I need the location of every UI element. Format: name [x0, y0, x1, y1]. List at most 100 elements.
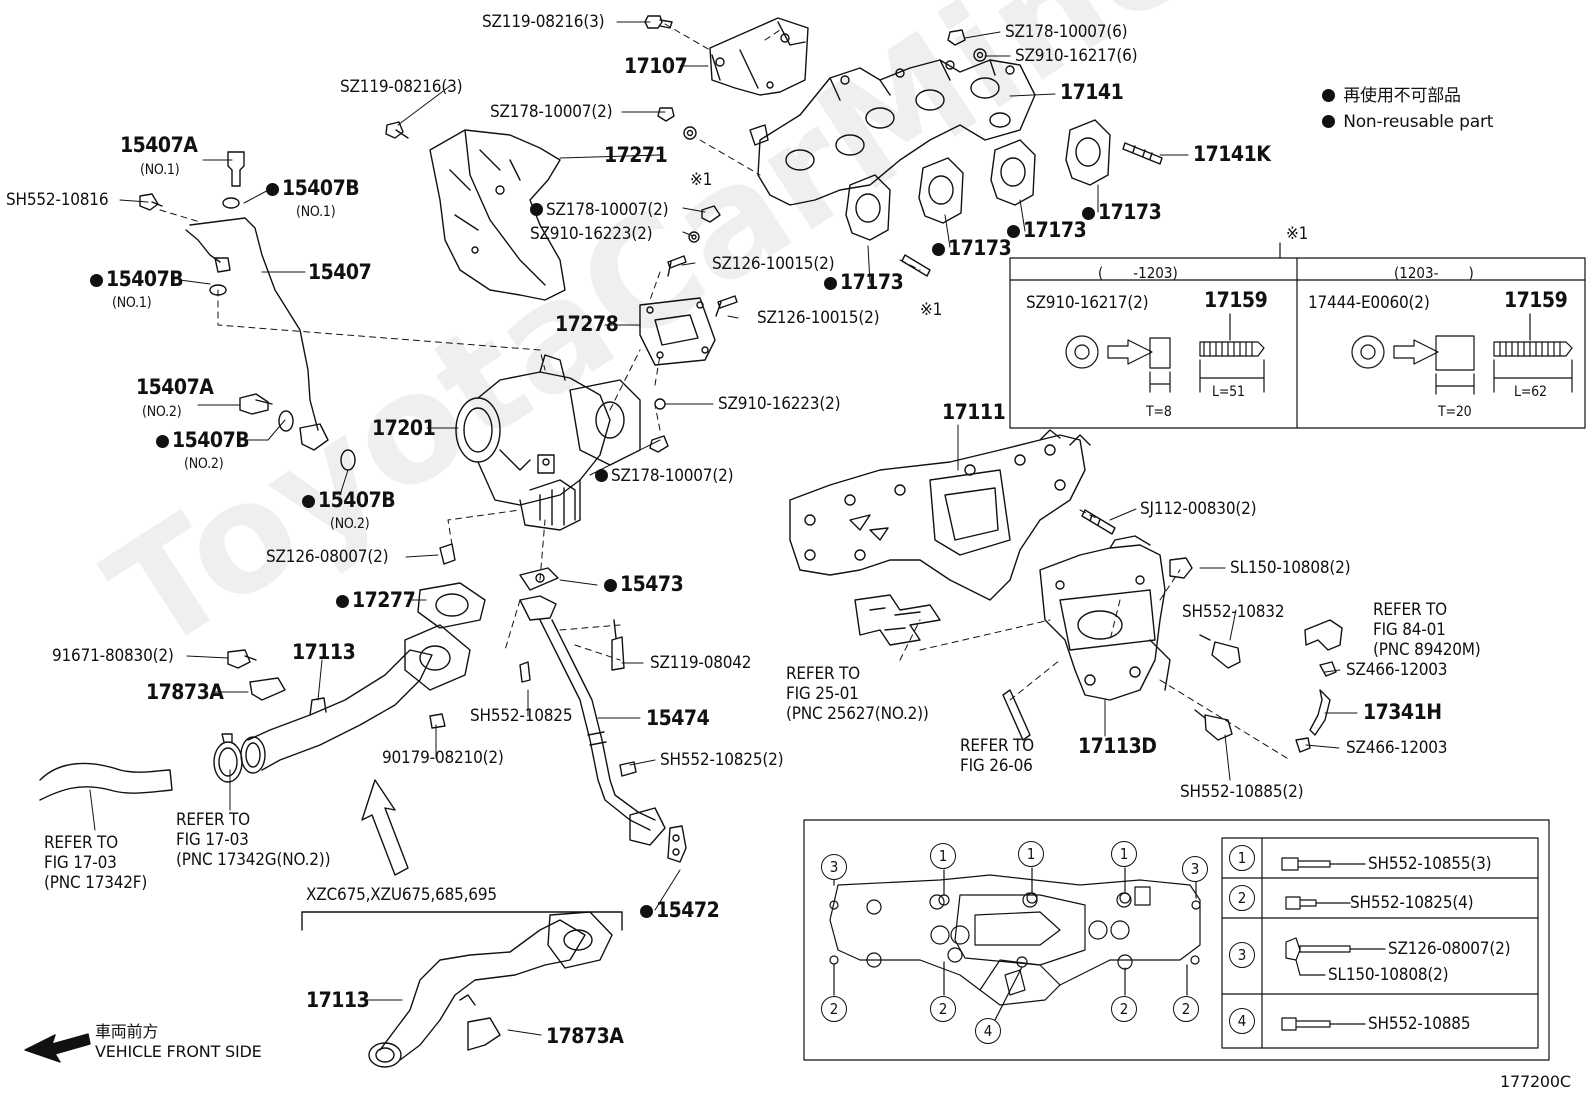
label-17107: 17107 — [624, 54, 688, 78]
turbocharger-17201 — [455, 354, 641, 531]
label-15407b-4: 15407B — [302, 488, 396, 512]
callout-2: 2 — [930, 996, 956, 1022]
non-reusable-dot — [90, 274, 103, 287]
label-17113-a: 17113 — [292, 640, 356, 664]
callout-1: 1 — [1018, 841, 1044, 867]
label-15407b-2: 15407B — [90, 267, 184, 291]
callout-4: 4 — [975, 1018, 1001, 1044]
label-sz119-08042: SZ119-08042 — [650, 653, 752, 673]
non-reusable-dot — [604, 579, 617, 592]
gasket-25 — [854, 594, 941, 646]
non-reusable-dot — [824, 277, 837, 290]
non-reusable-dot — [266, 183, 279, 196]
label-17277: 17277 — [336, 588, 416, 612]
label-refer-26: REFER TO FIG 26-06 — [960, 736, 1035, 776]
label-15407b-3-text: 15407B — [172, 428, 250, 452]
label-sh552-10825a: SH552-10825 — [470, 706, 573, 726]
table-part-3b: SL150-10808(2) — [1328, 965, 1449, 985]
non-reusable-dot — [1322, 115, 1335, 128]
gaskets-17173 — [845, 119, 1111, 241]
non-reusable-dot — [156, 435, 169, 448]
label-sz178-2b: SZ178-10007(2) — [530, 200, 669, 220]
heat-insulator-17271 — [429, 129, 566, 301]
oil-pipe-15407 — [139, 151, 356, 471]
label-15472: 15472 — [640, 900, 720, 921]
label-x1-a: ※1 — [690, 170, 713, 190]
label-sh552-10885-2: SH552-10885(2) — [1180, 782, 1304, 802]
label-sz910-16223b: SZ910-16223(2) — [718, 394, 841, 414]
hose-17342f — [39, 762, 173, 801]
label-17173-b: 17173 — [1007, 218, 1087, 242]
callout-2: 2 — [1111, 996, 1137, 1022]
inset-c2-l: L=62 — [1514, 384, 1547, 400]
table-num-2: 2 — [1229, 885, 1255, 911]
label-17173-a: 17173 — [1082, 200, 1162, 224]
exhaust-manifold-17141 — [749, 59, 1036, 206]
label-sz178-2a: SZ178-10007(2) — [490, 102, 613, 122]
label-no1-b: (NO.1) — [296, 204, 336, 220]
diagram-code: 177200C — [1500, 1072, 1571, 1091]
legend-jp-text: 再使用不可部品 — [1343, 86, 1461, 106]
table-part-4: SH552-10885 — [1368, 1014, 1471, 1034]
label-15407b-3: 15407B — [156, 428, 250, 452]
inset-c1-l: L=51 — [1212, 384, 1245, 400]
gasket-17277 — [417, 543, 486, 629]
label-17873a-a: 17873A — [146, 680, 224, 704]
label-refer-25: REFER TO FIG 25-01 (PNC 25627(NO.2)) — [786, 664, 929, 724]
inset-c1-stud: 17159 — [1204, 288, 1268, 312]
pipe-17113-lower — [368, 911, 613, 1068]
legend-en-text: Non-reusable part — [1343, 112, 1494, 132]
vehicle-front-jp: 車両前方 — [95, 1022, 159, 1041]
legend-en: Non-reusable part — [1322, 112, 1493, 132]
label-15407b-4-text: 15407B — [318, 488, 396, 512]
label-15474: 15474 — [646, 706, 710, 730]
label-15473-text: 15473 — [620, 572, 684, 596]
label-17278: 17278 — [555, 312, 619, 336]
bolts-top — [385, 15, 987, 140]
label-17173-c-text: 17173 — [948, 236, 1012, 260]
pipe-17113-upper — [240, 624, 471, 774]
table-num-4: 4 — [1229, 1008, 1255, 1034]
label-17141: 17141 — [1060, 80, 1124, 104]
label-sz466-b: SZ466-12003 — [1346, 738, 1448, 758]
small-hardware-left — [213, 649, 446, 783]
label-sz126-10015a: SZ126-10015(2) — [712, 254, 835, 274]
inset-x1: ※1 — [1286, 224, 1309, 244]
label-sz126-10015b: SZ126-10015(2) — [757, 308, 880, 328]
assembly-lines — [159, 23, 1291, 761]
label-17173-a-text: 17173 — [1098, 200, 1162, 224]
inset-col1-header: ( -1203) — [1098, 264, 1178, 282]
label-17271: 17271 — [604, 143, 668, 167]
label-17173-b-text: 17173 — [1023, 218, 1087, 242]
label-17111: 17111 — [942, 400, 1006, 424]
callout-2: 2 — [821, 996, 847, 1022]
non-reusable-dot — [932, 243, 945, 256]
label-17341h: 17341H — [1363, 700, 1442, 724]
non-reusable-dot — [1082, 207, 1095, 220]
housing-17113d — [1039, 535, 1171, 701]
label-15407b-1-text: 15407B — [282, 176, 360, 200]
variant-bracket — [301, 911, 623, 931]
table-part-1: SH552-10855(3) — [1368, 854, 1492, 874]
label-15407b-1: 15407B — [266, 176, 360, 200]
label-x1-b: ※1 — [920, 300, 943, 320]
inset-c2-washer: 17444-E0060(2) — [1308, 293, 1430, 313]
bolt-pattern-box — [803, 819, 1550, 1061]
callout-2: 2 — [1173, 996, 1199, 1022]
callout-1: 1 — [1111, 841, 1137, 867]
label-sz910-16223a: SZ910-16223(2) — [530, 224, 653, 244]
label-sz119-2: SZ119-08216(3) — [340, 77, 463, 97]
label-15407b-2-text: 15407B — [106, 267, 184, 291]
label-17277-text: 17277 — [352, 588, 416, 612]
label-sz466-a: SZ466-12003 — [1346, 660, 1448, 680]
arrow-up — [361, 779, 409, 876]
label-no2-a: (NO.2) — [142, 404, 182, 420]
label-17113d: 17113D — [1078, 734, 1157, 758]
table-part-3a: SZ126-08007(2) — [1388, 939, 1511, 959]
label-17173-d: 17173 — [824, 272, 904, 293]
label-no2-c: (NO.2) — [330, 516, 370, 532]
manifold-17111 — [789, 429, 1091, 601]
label-17873a-b: 17873A — [546, 1024, 624, 1048]
leader-lines — [89, 21, 1358, 1036]
label-17113-b: 17113 — [306, 988, 370, 1012]
